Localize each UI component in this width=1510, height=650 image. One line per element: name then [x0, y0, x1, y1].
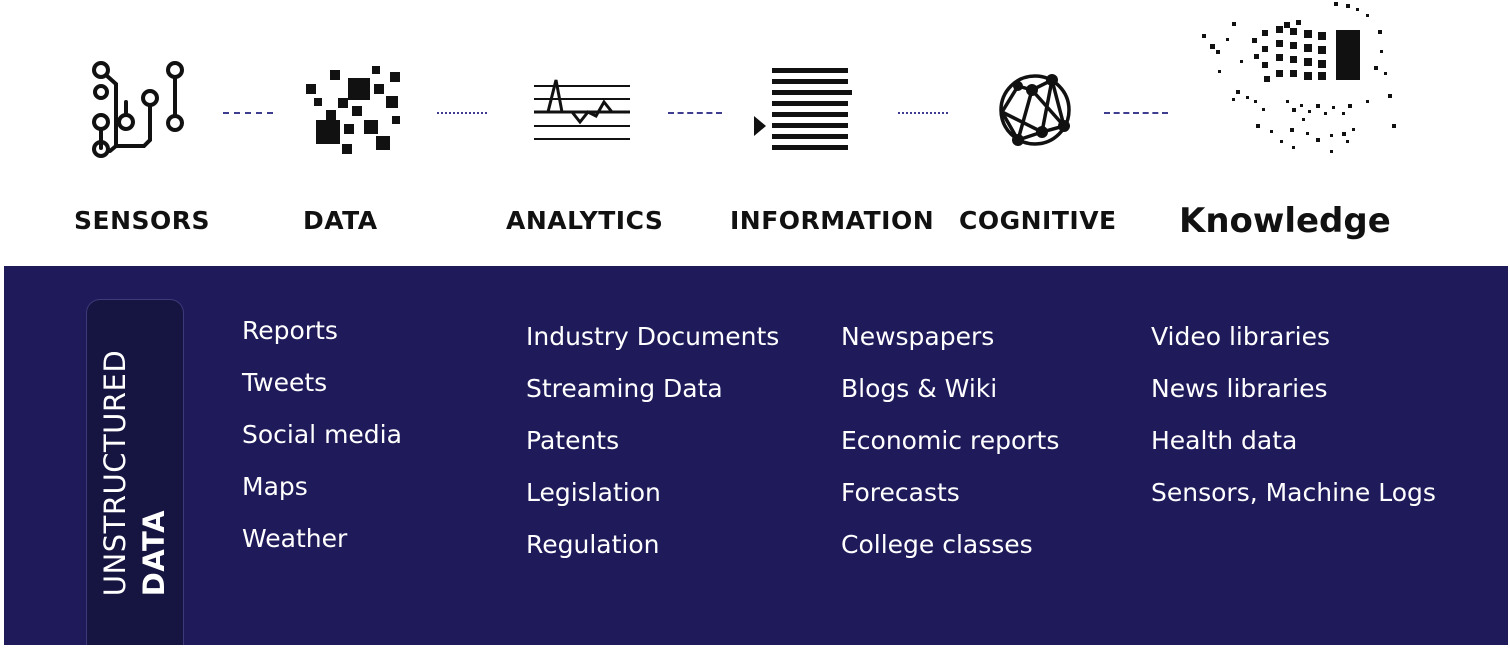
- stage-label-sensors: SENSORS: [74, 206, 211, 235]
- list-item: College classes: [841, 530, 1033, 559]
- list-item: Industry Documents: [526, 322, 780, 351]
- pipeline-diagram: SENSORS DATA ANALYTICS INFORMATION COGNI…: [0, 0, 1510, 265]
- source-column-4: Video libraries News libraries Health da…: [1151, 322, 1436, 530]
- tag-line-data: DATA: [137, 509, 171, 596]
- connector-dashed: [223, 112, 273, 114]
- list-item: Forecasts: [841, 478, 960, 507]
- list-item: Patents: [526, 426, 620, 455]
- stage-label-analytics: ANALYTICS: [506, 206, 664, 235]
- list-item: Reports: [242, 316, 338, 345]
- list-item: Newspapers: [841, 322, 995, 351]
- list-item: Regulation: [526, 530, 660, 559]
- list-item: Maps: [242, 472, 308, 501]
- source-column-2: Industry Documents Streaming Data Patent…: [526, 322, 779, 582]
- list-item: Weather: [242, 524, 348, 553]
- connector-dotted: [898, 112, 948, 114]
- unstructured-data-tag: UNSTRUCTURED DATA: [86, 299, 184, 645]
- scattered-squares-data-icon: [306, 66, 400, 154]
- connector-dashed: [1104, 112, 1168, 114]
- unstructured-data-panel: [4, 266, 1508, 645]
- source-column-1: Reports Tweets Social media Maps Weather: [242, 316, 402, 576]
- list-item: Sensors, Machine Logs: [1151, 478, 1436, 507]
- network-globe-cognitive-icon: [999, 74, 1071, 146]
- list-item: Streaming Data: [526, 374, 723, 403]
- waveform-analytics-icon: [534, 79, 630, 140]
- dispersed-grid-knowledge-icon: [1202, 2, 1396, 153]
- circuit-sensor-icon: [92, 61, 184, 158]
- list-item: Social media: [242, 420, 402, 449]
- stage-label-information: INFORMATION: [730, 206, 935, 235]
- stage-label-data: DATA: [303, 206, 378, 235]
- stage-label-cognitive: COGNITIVE: [959, 206, 1117, 235]
- list-item: Tweets: [242, 368, 328, 397]
- list-item: Video libraries: [1151, 322, 1330, 351]
- list-item: Blogs & Wiki: [841, 374, 998, 403]
- list-item: Economic reports: [841, 426, 1060, 455]
- stage-label-knowledge: Knowledge: [1179, 201, 1391, 241]
- list-item: News libraries: [1151, 374, 1328, 403]
- list-item: Health data: [1151, 426, 1298, 455]
- document-lines-information-icon: [754, 68, 852, 150]
- unstructured-data-tag-text: UNSTRUCTURED DATA: [96, 349, 174, 595]
- connector-dashed: [668, 112, 722, 114]
- connector-dotted: [437, 112, 487, 114]
- list-item: Legislation: [526, 478, 661, 507]
- tag-line-unstructured: UNSTRUCTURED: [97, 349, 132, 596]
- source-column-3: Newspapers Blogs & Wiki Economic reports…: [841, 322, 1059, 582]
